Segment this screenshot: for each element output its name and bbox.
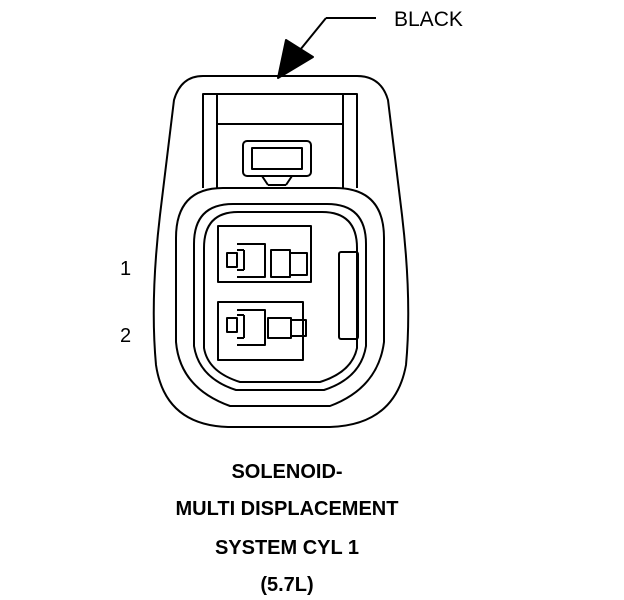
connector-face-cavity <box>203 211 358 383</box>
caption-line-4: (5.7L) <box>260 574 314 596</box>
keying-rib <box>338 251 359 340</box>
connector-color-label: BLACK <box>394 8 463 31</box>
connector-outer-shell <box>152 75 410 428</box>
caption-line-1: SOLENOID- <box>231 461 343 483</box>
caption-line-3: SYSTEM CYL 1 <box>214 537 360 559</box>
pin-number-1: 1 <box>120 258 132 280</box>
terminal-cavity-2 <box>217 301 307 361</box>
locking-latch <box>202 93 358 188</box>
callout-arrowhead <box>277 39 314 79</box>
pin-number-2: 2 <box>120 325 132 347</box>
caption-line-2: MULTI DISPLACEMENT <box>175 498 399 520</box>
connector-face-outer <box>175 187 385 407</box>
terminal-cavity-1 <box>217 225 312 283</box>
callout-leader <box>277 17 376 79</box>
connector-face-inner <box>193 203 367 391</box>
